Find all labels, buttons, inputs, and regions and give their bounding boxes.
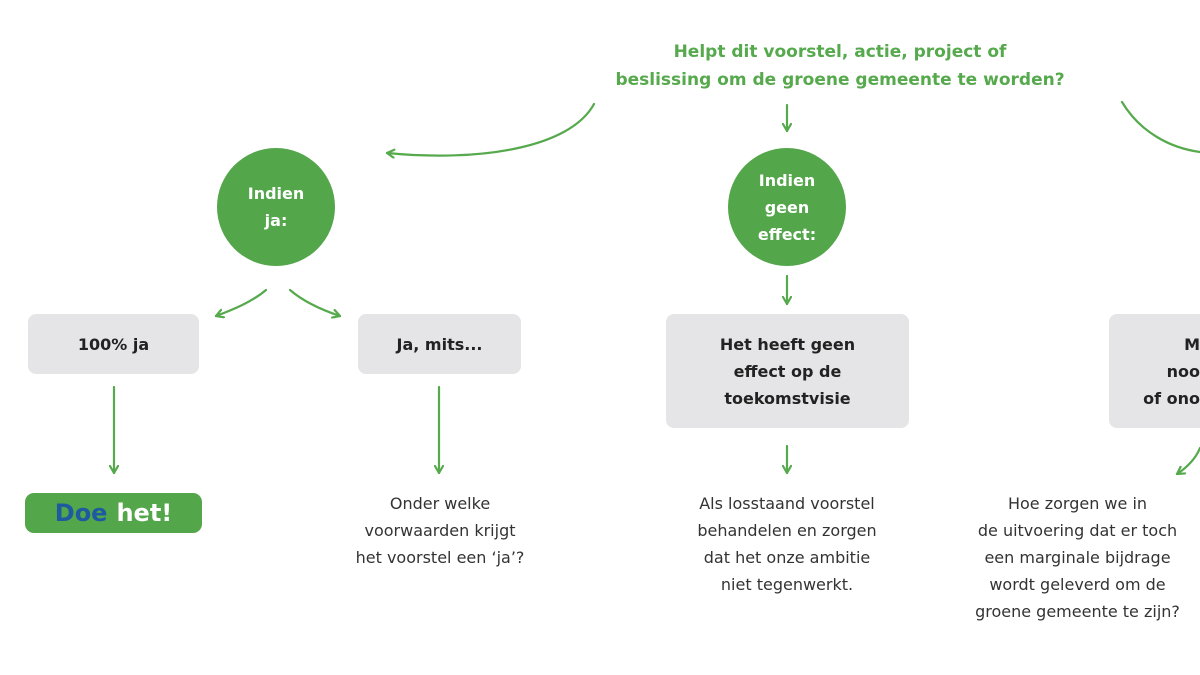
main-question-line-1: Helpt dit voorstel, actie, project of: [673, 42, 1007, 62]
circle-no-effect: Indien geen effect:: [728, 148, 846, 266]
text-no-effect: Als losstaand voorstel behandelen en zor…: [672, 490, 902, 598]
arrow-question-to-yes: [385, 102, 596, 156]
action-word-doe: Doe: [54, 499, 108, 527]
text-yes-if-line-3: het voorstel een ‘ja’?: [355, 548, 525, 567]
main-question: Helpt dit voorstel, actie, project of be…: [560, 38, 1120, 94]
box-right-line-3: of ono: [1143, 388, 1200, 408]
text-yes-if-line-2: voorwaarden krijgt: [364, 521, 516, 540]
text-yes-if-line-1: Onder welke: [389, 494, 491, 513]
text-no-effect-line-3: dat het onze ambitie: [703, 548, 871, 567]
text-right-line-3: een marginale bijdrage: [984, 548, 1171, 567]
main-question-line-2: beslissing om de groene gemeente te word…: [615, 70, 1065, 90]
text-right-line-2: de uitvoering dat er toch: [977, 521, 1178, 540]
circle-yes-line-1: Indien: [247, 184, 305, 203]
box-no-effect-line-3: toekomstvisie: [724, 388, 851, 408]
box-full-yes-label: 100% ja: [77, 334, 150, 354]
circle-no-effect-line-3: effect:: [757, 224, 817, 244]
box-right-line-2: noo: [1166, 361, 1200, 381]
circle-no-effect-line-1: Indien: [758, 170, 816, 190]
text-right-line-1: Hoe zorgen we in: [1007, 494, 1148, 513]
box-no-effect-line-2: effect op de: [733, 361, 842, 381]
circle-no-effect-line-2: geen: [764, 197, 810, 217]
arrow-right-box-to-text: [1175, 446, 1200, 476]
action-do-it: Doe het!: [25, 493, 202, 533]
text-yes-if: Onder welke voorwaarden krijgt het voors…: [330, 490, 550, 571]
box-right-partial: M noo of ono: [1109, 314, 1200, 428]
text-right-line-5: groene gemeente te zijn?: [975, 602, 1180, 621]
box-no-effect: Het heeft geen effect op de toekomstvisi…: [666, 314, 909, 428]
circle-yes: Indien ja:: [217, 148, 335, 266]
text-no-effect-line-2: behandelen en zorgen: [697, 521, 877, 540]
arrow-yes-to-full-yes: [214, 288, 268, 316]
box-no-effect-line-1: Het heeft geen: [719, 334, 856, 354]
box-full-yes: 100% ja: [28, 314, 199, 374]
text-no-effect-line-1: Als losstaand voorstel: [699, 494, 875, 513]
text-no-effect-line-4: niet tegenwerkt.: [720, 575, 854, 594]
text-right-line-4: wordt geleverd om de: [989, 575, 1166, 594]
box-right-line-1: M: [1184, 334, 1200, 354]
box-yes-if: Ja, mits...: [358, 314, 521, 374]
text-right: Hoe zorgen we in de uitvoering dat er to…: [955, 490, 1200, 625]
action-word-het: het!: [116, 499, 173, 527]
circle-yes-line-2: ja:: [264, 211, 288, 230]
arrow-question-to-right: [1120, 100, 1200, 154]
box-yes-if-label: Ja, mits...: [396, 334, 483, 354]
arrow-yes-to-yes-if: [288, 288, 342, 316]
